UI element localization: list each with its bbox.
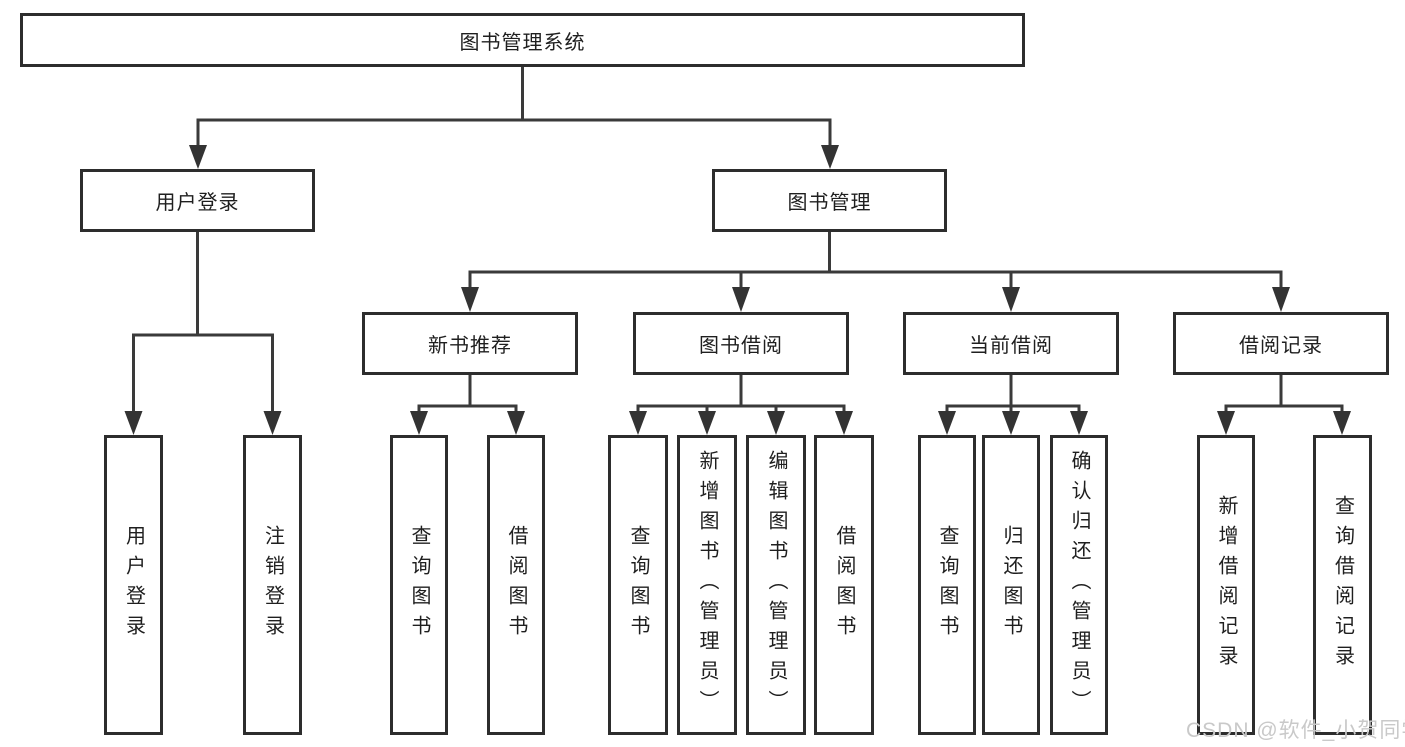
csdn-watermark: CSDN @软件_小贺同学 [1186,719,1405,742]
node-label: 借阅记录 [1239,335,1323,357]
node-label: 编辑图书（管理员） [765,450,787,720]
leaf-add-books-admin: 新增图书（管理员） [677,435,737,735]
node-label: 查询借阅记录 [1331,495,1354,675]
leaf-logout: 注销登录 [243,435,302,735]
connector-recommend-to-leaves [410,375,525,435]
node-book-management: 图书管理 [712,169,947,232]
node-label: 借阅图书 [505,525,527,645]
node-label: 新增图书（管理员） [696,450,718,720]
leaf-borrow-books: 借阅图书 [814,435,874,735]
node-current-borrow: 当前借阅 [903,312,1119,375]
connector-root-to-level2 [189,67,839,169]
node-label: 查询图书 [627,525,649,645]
node-user-login: 用户登录 [80,169,315,232]
node-label: 注销登录 [261,525,284,645]
node-label: 归还图书 [1000,525,1022,645]
node-library-management-system: 图书管理系统 [20,13,1025,67]
leaf-return-books: 归还图书 [982,435,1040,735]
node-label: 用户登录 [122,525,145,645]
node-label: 借阅图书 [833,525,855,645]
leaf-query-books: 查询图书 [608,435,668,735]
connector-current-to-leaves [938,375,1088,435]
node-label: 确认归还（管理员） [1068,450,1090,720]
node-label: 新增借阅记录 [1215,495,1237,675]
node-label: 图书管理 [787,192,872,214]
node-label: 当前借阅 [969,335,1053,357]
node-book-borrow: 图书借阅 [633,312,849,375]
connector-book-mgmt-to-level3 [461,232,1290,312]
leaf-query-borrow-record: 查询借阅记录 [1313,435,1372,735]
connector-records-to-leaves [1217,375,1351,435]
leaf-query-books: 查询图书 [390,435,448,735]
node-label: 用户登录 [155,192,240,214]
node-new-book-recommend: 新书推荐 [362,312,578,375]
connector-borrow-to-leaves [629,375,853,435]
node-label: 图书管理系统 [459,31,586,54]
connector-user-login-to-leaves [124,232,282,435]
node-borrow-records: 借阅记录 [1173,312,1389,375]
leaf-add-borrow-record: 新增借阅记录 [1197,435,1255,735]
leaf-borrow-books: 借阅图书 [487,435,545,735]
leaf-edit-books-admin: 编辑图书（管理员） [746,435,806,735]
node-label: 查询图书 [936,525,958,645]
node-label: 新书推荐 [428,335,512,357]
node-label: 查询图书 [408,525,430,645]
leaf-confirm-return-admin: 确认归还（管理员） [1050,435,1108,735]
node-label: 图书借阅 [699,335,783,357]
leaf-user-login: 用户登录 [104,435,163,735]
leaf-query-books: 查询图书 [918,435,976,735]
